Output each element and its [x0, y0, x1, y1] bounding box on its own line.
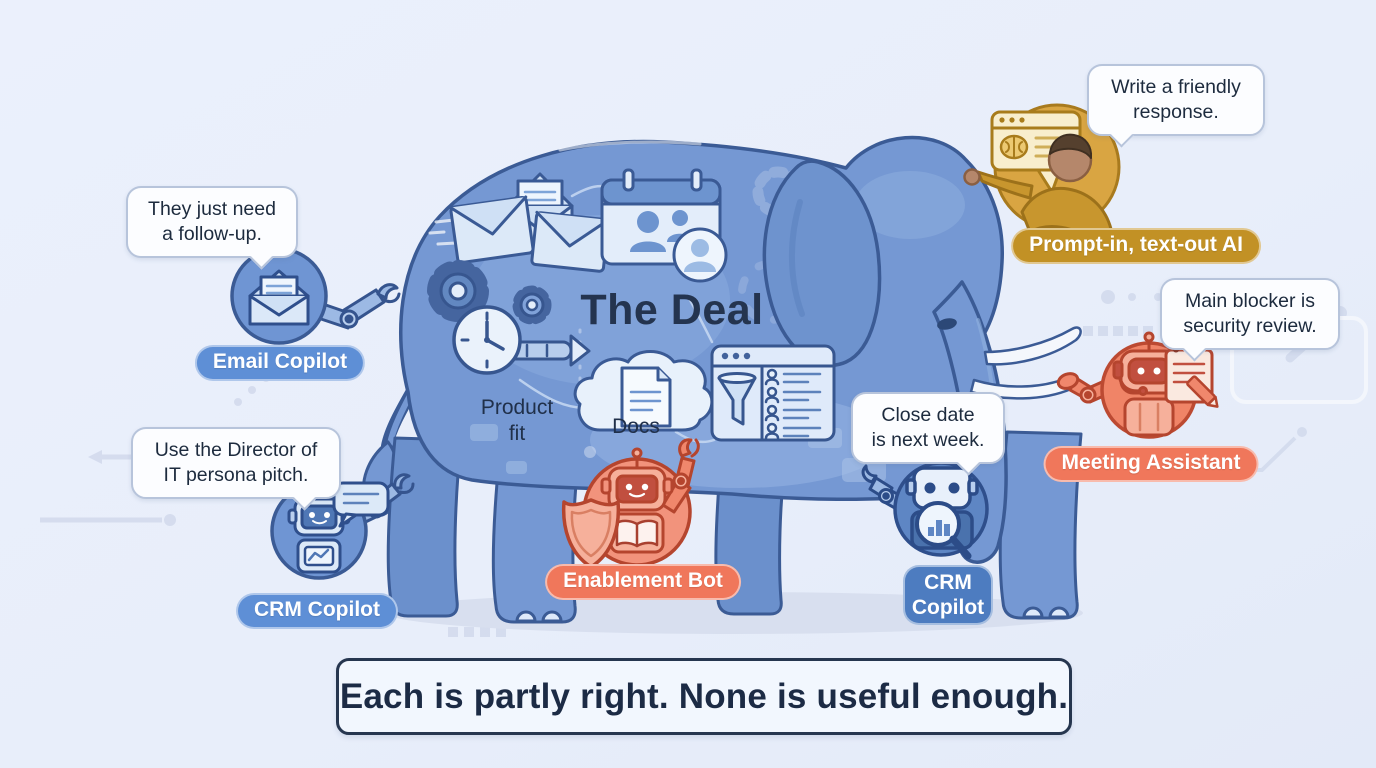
timeline-arrow-icon [569, 334, 591, 367]
crm-copilot-left-bubble: Use the Director of IT persona pitch. [131, 427, 341, 499]
clock-icon [452, 305, 591, 375]
magnifier-chart-icon [915, 501, 972, 560]
enablement-bot-label: Enablement Bot [545, 564, 741, 600]
docs-label: Docs [612, 415, 660, 438]
browser-window-icon [710, 344, 836, 442]
gear-icon [427, 260, 552, 325]
meeting-assistant-bubble: Main blocker is security review. [1160, 278, 1340, 350]
prompt-ai-avatar [963, 103, 1121, 245]
elephant-ear [762, 159, 882, 367]
envelope-icon [448, 195, 611, 273]
meeting-assistant-avatar [1056, 331, 1219, 439]
chart-screen-icon [303, 545, 335, 567]
robot-icon [1112, 331, 1179, 437]
prompt-ai-label: Prompt-in, text-out AI [1011, 228, 1261, 264]
robot-icon [905, 466, 979, 560]
open-envelope-icon [248, 269, 310, 326]
calendar-people-icon [600, 168, 728, 283]
contact-list-icon [764, 368, 822, 440]
email-copilot-label: Email Copilot [194, 345, 366, 381]
meeting-assistant-label: Meeting Assistant [1043, 446, 1259, 482]
product-fit-label: Product fit [480, 396, 554, 445]
crm-copilot-right-label: CRM Copilot [903, 565, 993, 625]
robot-arm [661, 438, 700, 514]
email-copilot-bubble: They just need a follow-up. [126, 186, 298, 258]
document-icon [620, 366, 672, 428]
chat-bubble-icon [332, 481, 390, 528]
crm-copilot-right-avatar [861, 461, 989, 560]
funnel-icon [717, 372, 757, 426]
robot-arm [316, 283, 401, 330]
robot-icon [600, 447, 674, 554]
crm-copilot-left-label: CRM Copilot [236, 593, 398, 629]
open-book-icon [615, 519, 659, 548]
prompt-ai-bubble: Write a friendly response. [1087, 64, 1265, 136]
crm-copilot-right-bubble: Close date is next week. [851, 392, 1005, 464]
enablement-bot-avatar [561, 438, 700, 569]
elephant-eye [937, 318, 957, 330]
caption-banner: Each is partly right. None is useful eno… [336, 658, 1072, 735]
robot-arm [1056, 372, 1110, 404]
headset-icon [1112, 360, 1148, 396]
shield-icon [561, 498, 621, 569]
deal-title: The Deal [580, 286, 764, 334]
elephant [362, 135, 1083, 624]
cloud-icon [573, 350, 714, 432]
